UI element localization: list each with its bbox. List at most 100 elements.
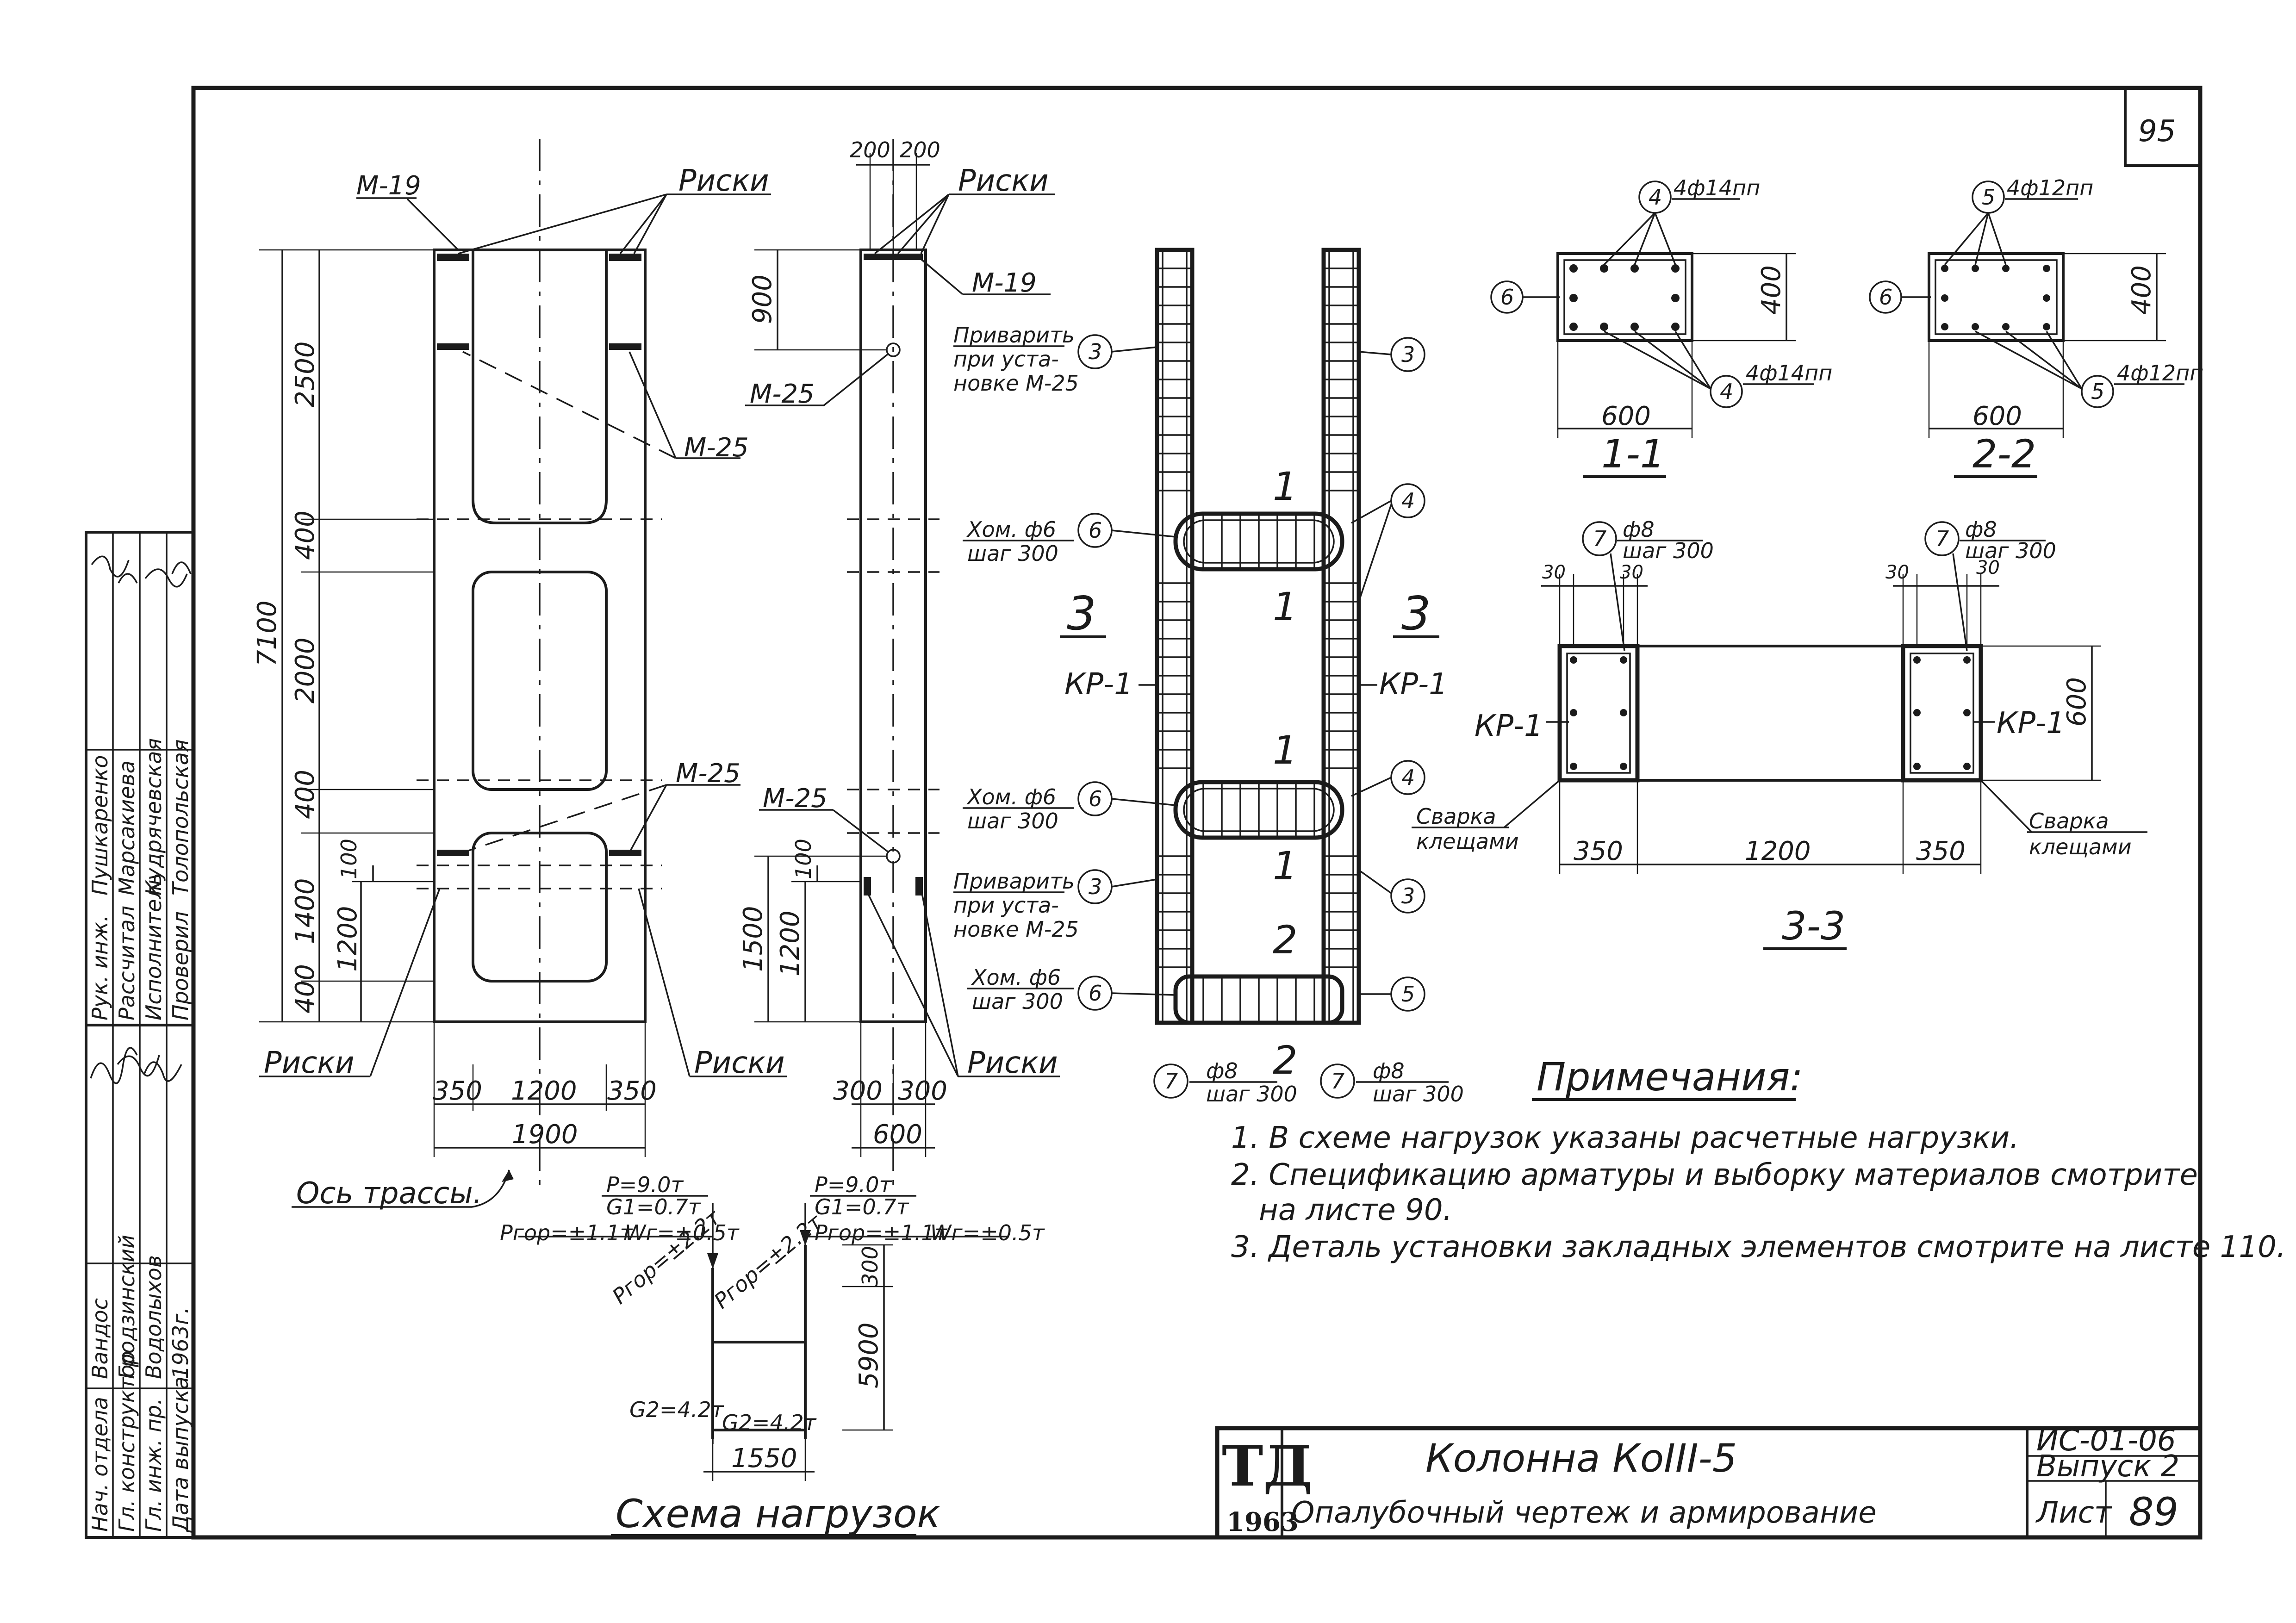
s33-weld-left-1: Сварка: [1416, 804, 1496, 829]
weld-note-lower-2: при уста-: [953, 893, 1059, 918]
s33-dim-350-right: 350: [1916, 836, 1966, 866]
ls-dim-height: 5900: [854, 1322, 884, 1388]
sheet-code: ИС-01-06: [2036, 1424, 2176, 1458]
fe-dim-1200: 1200: [333, 906, 363, 972]
fe-dim-2500: 2500: [290, 341, 320, 407]
note-1: 1. В схеме нагрузок указаны расчетные на…: [1231, 1121, 2019, 1155]
section-2-2: 5 4ф12пп 5 4ф12пп 6 400 600 2-2: [1869, 175, 2203, 478]
fe-dim-100: 100: [336, 839, 361, 879]
ls-title: Схема нагрузок: [616, 1491, 940, 1536]
sig-name-1: Вандос: [87, 1298, 112, 1379]
s22-top-spec: 4ф12пп: [2007, 175, 2093, 200]
s22-dim-width: 600: [1972, 401, 2022, 431]
mark-7-right: 7: [1331, 1069, 1344, 1094]
corner-sheet-number: 95: [2138, 114, 2176, 149]
s33-dim-350-left: 350: [1574, 836, 1623, 866]
mark-bubbles: 3 3 3 3 4 4 5 6 6: [1077, 334, 1425, 1099]
fe-dim-350-left: 350: [433, 1076, 482, 1106]
clamp-lower-1: Хом. ф6: [971, 965, 1061, 990]
se-dim-200-left: 200: [850, 137, 890, 162]
sig-upper-role-2: Рассчитал: [114, 906, 139, 1020]
title-line-1: Колонна КоIII-5: [1425, 1436, 1737, 1481]
fe-label-riski-bottom-right: Риски: [694, 1046, 785, 1080]
se-dim-total-width: 600: [873, 1119, 922, 1150]
s33-weld-right-2: клещами: [2029, 834, 2132, 859]
sig-upper-name-4: Толопольская: [168, 740, 193, 895]
note-2: 2. Спецификацию арматуры и выборку матер…: [1231, 1158, 2198, 1192]
ls-left-wg: Wг=±0.5т: [625, 1220, 740, 1245]
fe-dim-1200-h: 1200: [511, 1076, 577, 1106]
bottom-bar-left-1: ф8: [1206, 1058, 1238, 1083]
mark-3-lower-left: 3: [1089, 874, 1102, 899]
clamp-lower-2: шаг 300: [972, 989, 1063, 1014]
se-dim-1500: 1500: [738, 906, 768, 972]
sig-role-4: Дата выпуска: [168, 1376, 193, 1533]
weld-note-lower-3: новке М-25: [953, 917, 1079, 942]
mark-6-middle: 6: [1089, 786, 1102, 811]
stirrup-ticks: [1157, 267, 1359, 1023]
sheet-issue: Выпуск 2: [2036, 1449, 2179, 1484]
bottom-bar-right-2: шаг 300: [1373, 1082, 1464, 1107]
section-3-3: 7 ф8 шаг 300 7 ф8 шаг 300 30 30 30 30 60…: [1412, 517, 2147, 950]
sheet-value: 89: [2129, 1489, 2178, 1535]
s33-bar-left-2: шаг 300: [1623, 538, 1714, 563]
s33-weld-left-2: клещами: [1416, 829, 1519, 854]
sig-role-3: Гл. инж. пр.: [141, 1398, 166, 1532]
ls-right-g1: G1=0.7т: [815, 1194, 909, 1219]
fe-dim-total-width: 1900: [512, 1119, 578, 1150]
cut1-b: 1: [1273, 584, 1297, 629]
cut2-b: 2: [1273, 1038, 1297, 1083]
side-elevation: 200 200 Риски М-19 900 М-25 М-25 1500 12…: [738, 137, 1060, 1185]
weld-note-lower-1: Приварить: [953, 869, 1075, 894]
mark-6-upper: 6: [1089, 518, 1102, 543]
note-3: 3. Деталь установки закладных элементов …: [1231, 1230, 2286, 1264]
clamp-upper-2: шаг 300: [967, 541, 1058, 566]
sig-upper-name-3: Кудрячевская: [141, 738, 166, 895]
stamp-letters: ТД: [1222, 1434, 1313, 1499]
se-dim-300-right: 300: [898, 1076, 947, 1106]
s33-dim-30-d: 30: [1976, 557, 2000, 578]
fe-dim-1400: 1400: [290, 878, 320, 944]
ls-left-p: P=9.0т: [606, 1172, 684, 1197]
weld-note-upper-2: при уста-: [953, 347, 1059, 372]
signature-block: Нач. отдела Вандос Гл. конструктор Гродз…: [85, 531, 195, 1539]
fe-dim-400-c: 400: [290, 964, 320, 1014]
cut3-right: 3: [1401, 586, 1431, 640]
se-label-m19: М-19: [972, 268, 1037, 298]
ls-right-p: P=9.0т: [815, 1172, 892, 1197]
sig-role-1: Нач. отдела: [87, 1397, 112, 1532]
ls-g2-right: G2=4.2т: [722, 1410, 817, 1435]
clamp-upper-1: Хом. ф6: [966, 517, 1056, 542]
notes-block: Примечания: 1. В схеме нагрузок указаны …: [1231, 1054, 2286, 1264]
sig-role-2: Гл. конструктор: [114, 1351, 139, 1532]
s33-dim-30-b: 30: [1620, 562, 1643, 583]
mark-5: 5: [1401, 982, 1415, 1007]
mark-3-upper-left: 3: [1089, 339, 1102, 364]
s11-top-spec: 4ф14пп: [1674, 175, 1760, 200]
ls-dim-width: 1550: [731, 1443, 797, 1474]
s11-title: 1-1: [1601, 431, 1665, 477]
mark-6-lower: 6: [1089, 981, 1102, 1006]
sig-upper-role-1: Рук. инж.: [87, 915, 112, 1020]
s22-title: 2-2: [1972, 431, 2036, 477]
kr-left: КР-1: [1064, 667, 1133, 702]
s33-bar-left-1: ф8: [1623, 517, 1655, 542]
s33-dim-height: 600: [2062, 677, 2092, 727]
se-dim-100: 100: [791, 839, 816, 879]
se-label-riski-top: Риски: [958, 164, 1049, 198]
fe-label-m19: М-19: [356, 171, 421, 201]
s33-mark-right: 7: [1935, 526, 1949, 551]
s33-kr-left: КР-1: [1475, 709, 1543, 743]
se-dim-1200: 1200: [775, 910, 805, 976]
handwritten-signature: [90, 555, 192, 1084]
ls-g2-left: G2=4.2т: [629, 1397, 724, 1422]
s11-mark-side: 6: [1500, 285, 1514, 310]
bottom-bar-right-1: ф8: [1373, 1058, 1405, 1083]
s11-mark-top: 4: [1649, 185, 1662, 210]
s33-bar-right-2: шаг 300: [1965, 538, 2056, 563]
cut1-d: 1: [1273, 843, 1297, 889]
s33-dim-1200: 1200: [1745, 836, 1811, 866]
mark-4-upper: 4: [1401, 488, 1415, 513]
title-line-2: Опалубочный чертеж и армирование: [1291, 1496, 1877, 1530]
